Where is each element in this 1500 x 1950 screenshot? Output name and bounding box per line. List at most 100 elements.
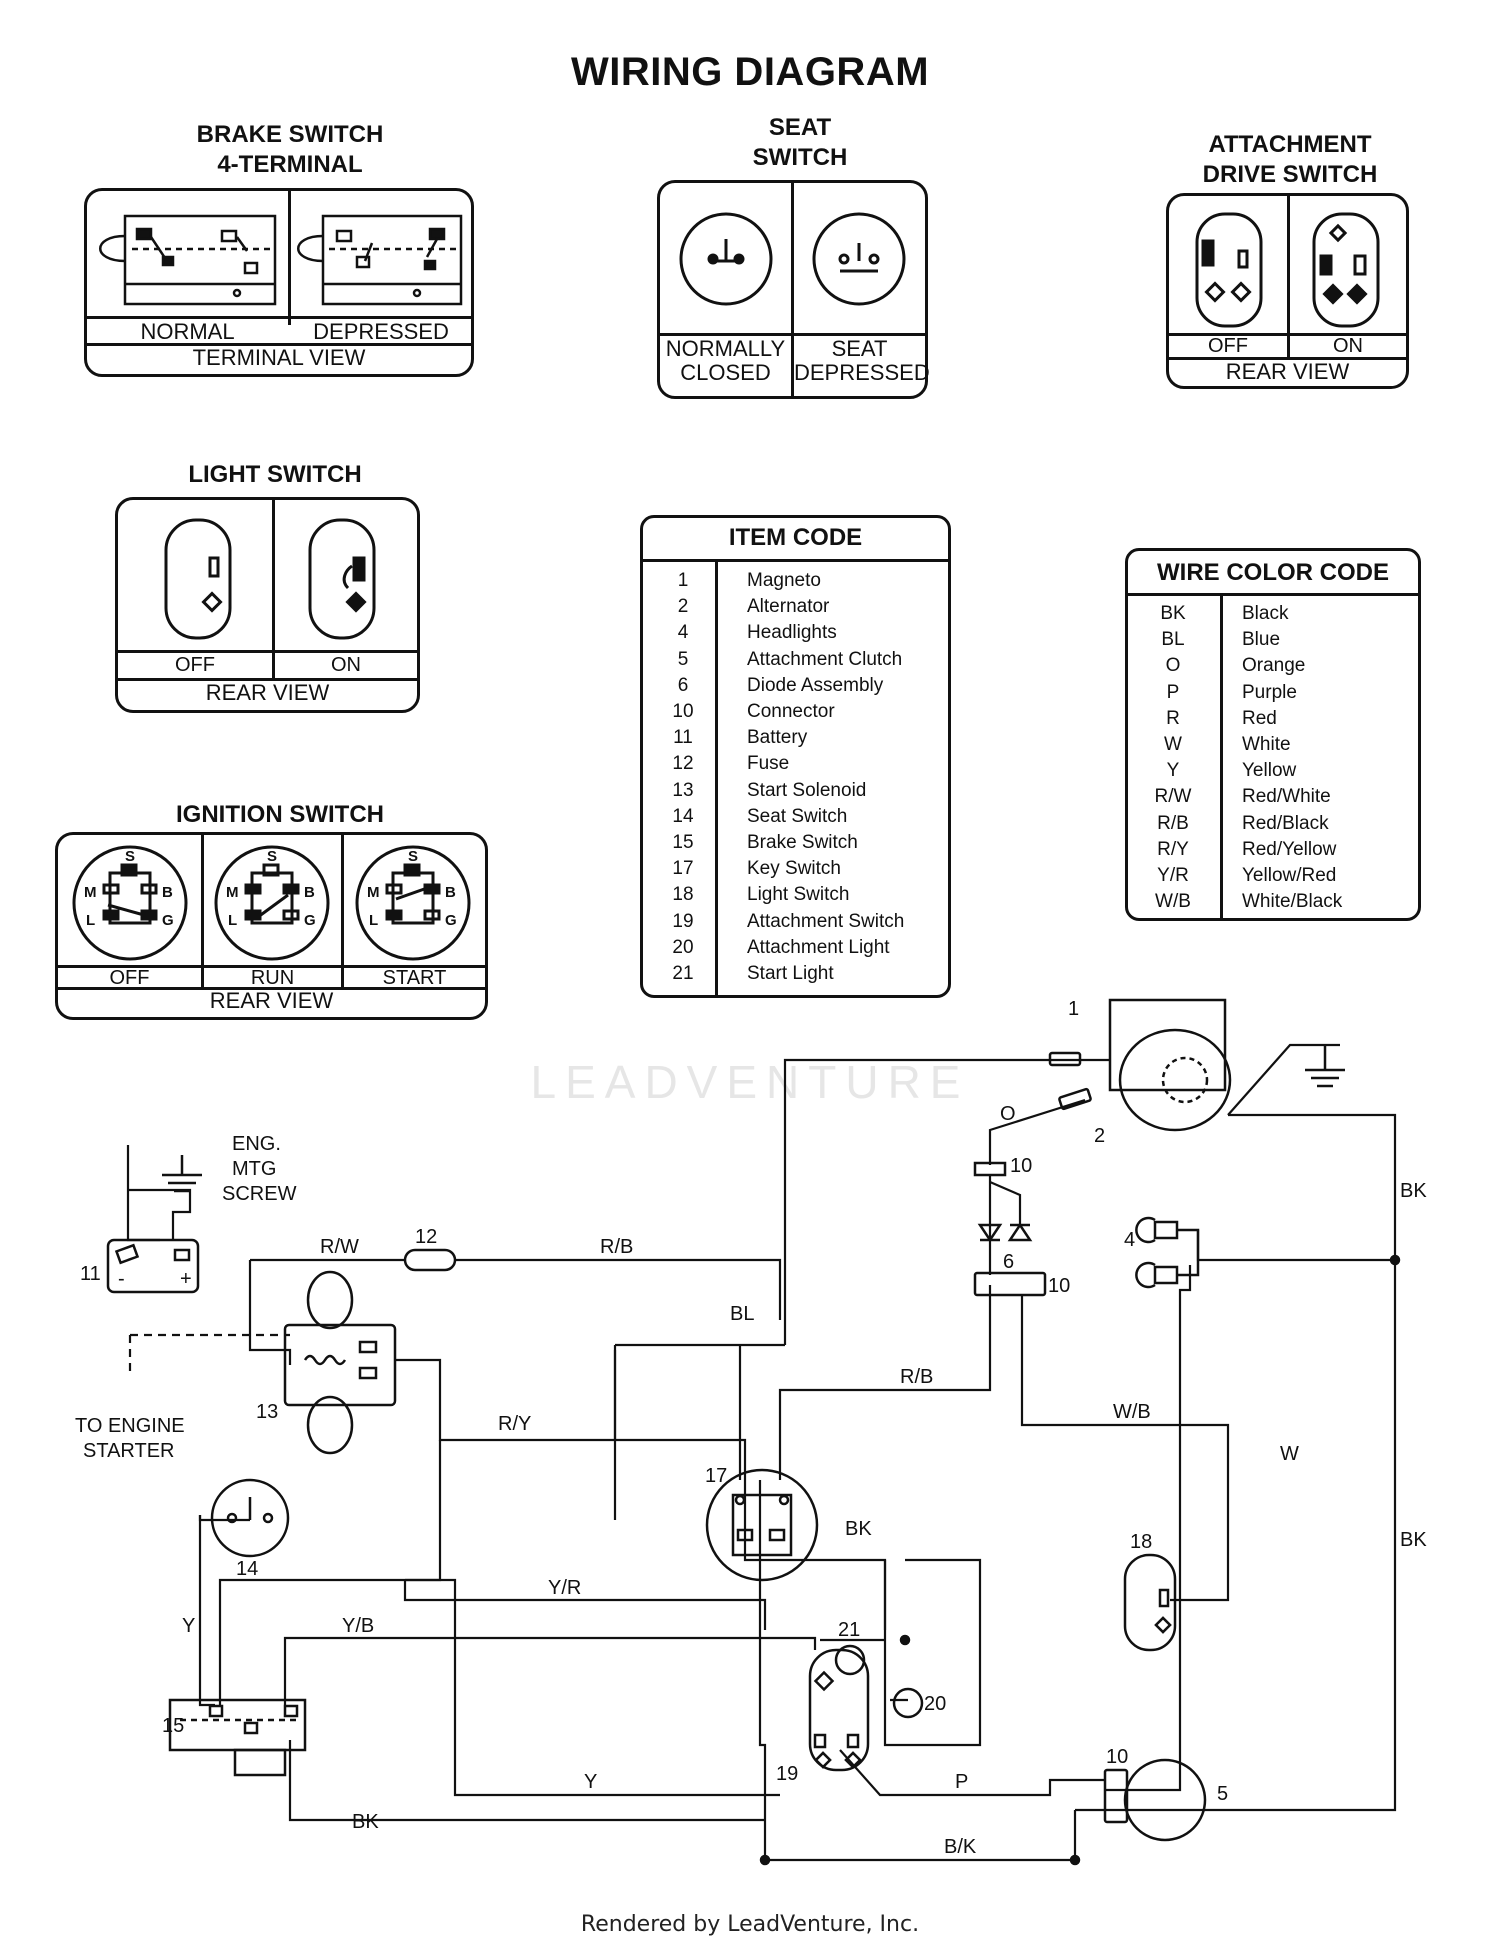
item-code-number: 10 [672, 701, 694, 723]
label-yr: Y/R [548, 1577, 581, 1599]
item-code-name: Connector [747, 701, 835, 723]
attachment-switch-divider-h1 [1169, 333, 1406, 336]
item-code-number: 18 [672, 884, 694, 906]
seat-switch-title-line1: SEAT [768, 114, 832, 141]
brake-switch-divider-v [288, 191, 291, 325]
wire-color-name: Yellow [1242, 760, 1297, 782]
wire-color-row: R Red [1132, 706, 1348, 732]
wire-ry-to-key [615, 1438, 747, 1480]
item-code-number: 4 [677, 622, 689, 644]
wire-fuse-rb [455, 1258, 782, 1320]
battery-icon [106, 1238, 200, 1294]
ign-off-m: M [84, 884, 97, 901]
wire-wb [1020, 1295, 1230, 1602]
brake-switch-title: BRAKE SWITCH 4-TERMINAL [170, 120, 410, 180]
seat-switch-title-line2: SWITCH [752, 144, 848, 171]
brake-switch-divider-h1 [87, 316, 471, 319]
ign-run-l: L [228, 912, 237, 929]
attachment-switch-off-label: OFF [1208, 335, 1248, 357]
ign-start-s: S [408, 848, 418, 865]
light-switch-title: LIGHT SWITCH [188, 461, 362, 488]
to-engine-line1: TO ENGINE [75, 1415, 185, 1437]
attachment-switch-symbols [1195, 212, 1380, 328]
ign-start-b: B [445, 884, 456, 901]
wire-y-bottom [218, 1578, 780, 1797]
attachment-clutch-icon [1164, 1758, 1207, 1842]
ignition-switch-run-label: RUN [250, 967, 295, 989]
ign-off-l: L [86, 912, 95, 929]
eng-line2: MTG [232, 1158, 276, 1180]
wire-color-name: Purple [1242, 681, 1297, 703]
wire-yb [283, 1636, 817, 1705]
wire-color-abbrev: P [1166, 681, 1180, 703]
fuse-icon [403, 1248, 457, 1272]
brake-switch-normal-label: NORMAL [140, 319, 235, 344]
battery-plus: + [180, 1268, 192, 1290]
wire-p [839, 1749, 1105, 1797]
item-code-name: Start Solenoid [747, 779, 867, 801]
footer-credit: Rendered by LeadVenture, Inc. [580, 1912, 920, 1937]
comp-17: 17 [705, 1465, 727, 1487]
item-code-number: 14 [672, 805, 694, 827]
ign-start-g: G [445, 912, 457, 929]
seat-switch-symbols [679, 212, 906, 306]
comp-15: 15 [162, 1715, 184, 1737]
wire-color-abbrev: Y [1166, 760, 1180, 782]
attachment-light-icon [892, 1687, 924, 1719]
ignition-switch-panel: OFF RUN START REAR VIEW [55, 832, 488, 1020]
item-code-name: Headlights [747, 622, 837, 644]
wire-color-code-column-rule [1220, 596, 1223, 918]
ignition-switch-off-circle [72, 845, 188, 961]
start-light-icon [834, 1644, 866, 1676]
ign-off-b: B [162, 884, 173, 901]
item-code-name: Battery [747, 727, 808, 749]
wire-color-abbrev: R/B [1157, 812, 1189, 834]
key-switch-icon [705, 1468, 819, 1582]
brake-switch-depressed-symbol [297, 214, 463, 306]
ign-run-b: B [304, 884, 315, 901]
label-ry: R/Y [498, 1413, 531, 1435]
item-code-number: 11 [673, 727, 693, 749]
comp-10-bottom: 10 [1106, 1746, 1128, 1768]
components [106, 998, 1401, 1866]
comp-5: 5 [1217, 1783, 1228, 1805]
wire-color-abbrev: W/B [1155, 891, 1191, 913]
light-switch-panel: OFF ON REAR VIEW [115, 497, 420, 713]
wire-color-abbrev: R/W [1154, 786, 1192, 808]
item-code-name: Key Switch [747, 858, 841, 880]
item-code-number: 2 [677, 596, 689, 618]
brake-switch-divider-h2 [87, 343, 471, 346]
item-code-title: ITEM CODE [728, 524, 863, 551]
ign-off-s: S [125, 848, 135, 865]
item-code-name: Magneto [747, 570, 821, 592]
item-code-number: 20 [672, 936, 694, 958]
seat-switch-right-line2: DEPRESSED [794, 360, 930, 385]
ign-run-s: S [267, 848, 277, 865]
comp-1: 1 [1068, 998, 1079, 1020]
light-switch-divider-v [272, 500, 275, 680]
item-code-name: Brake Switch [747, 831, 858, 853]
wire-color-name: Blue [1242, 629, 1281, 651]
comp-14: 14 [236, 1558, 258, 1580]
wire-headlight-bk [1196, 1230, 1395, 1262]
label-bk-right-bottom: BK [1400, 1529, 1427, 1551]
attachment-switch-panel: OFF ON REAR VIEW [1166, 193, 1409, 389]
wire-diode-split [989, 1180, 1022, 1225]
wire-color-abbrev: R [1166, 707, 1180, 729]
item-code-name: Fuse [747, 753, 790, 775]
attachment-switch-divider-v [1287, 196, 1290, 359]
wire-color-name: Red [1242, 707, 1277, 729]
comp-21: 21 [838, 1619, 860, 1641]
brake-switch-title-line2: 4-TERMINAL [217, 151, 363, 178]
wire-color-abbrev: Y/R [1157, 864, 1189, 886]
comp-12: 12 [415, 1226, 437, 1248]
label-w: W [1280, 1443, 1299, 1465]
